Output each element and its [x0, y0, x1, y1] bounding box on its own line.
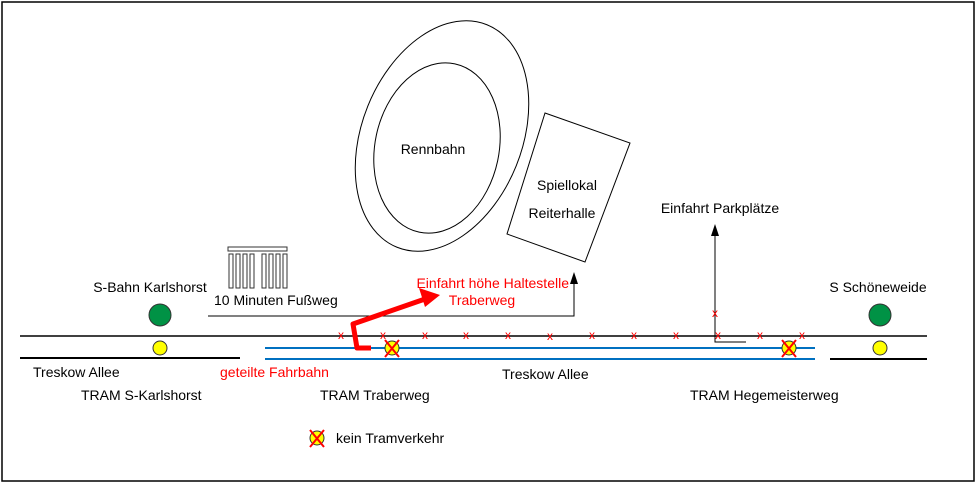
fussweg-label: 10 Minuten Fußweg: [214, 292, 338, 308]
tram-hegemeisterweg-stop-closed: [781, 339, 797, 358]
s-schoeneweide-station: [868, 303, 892, 327]
tram-schoeneweide-stop: [872, 340, 888, 356]
closure-x-mark: x: [380, 328, 386, 342]
tram-karlshorst-stop: [152, 340, 168, 356]
walking-path-arrow-head: [570, 272, 578, 284]
closure-x-mark: x: [673, 328, 679, 342]
closure-x-mark: x: [422, 328, 428, 342]
treskow-allee-mid-label: Treskow Allee: [502, 366, 589, 382]
tram-traberweg-label: TRAM Traberweg: [320, 387, 430, 403]
closure-x-mark: x: [715, 328, 721, 342]
parking-arrow-head: [711, 224, 719, 236]
closure-x-mark: x: [799, 328, 805, 342]
walking-path-line: [208, 280, 575, 317]
closure-x-mark: x: [712, 306, 718, 320]
tram-karlshorst-label: TRAM S-Karlshorst: [81, 387, 202, 403]
closure-x-mark: x: [589, 328, 595, 342]
geteilte-fahrbahn-label: geteilte Fahrbahn: [220, 364, 329, 380]
entry-route-arrow-head: [419, 288, 440, 307]
entry-route-line: [350, 296, 426, 351]
rennbahn-label: Rennbahn: [401, 141, 466, 157]
tram-traberweg-stop-closed: [384, 339, 400, 358]
closure-x-mark: x: [547, 329, 553, 343]
spiellokal-label: Spiellokal: [537, 177, 597, 193]
brandenburg-gate-icon: [227, 246, 288, 289]
closure-x-mark: x: [463, 328, 469, 342]
parking-arrow-line: [714, 232, 746, 343]
legend-kein-tram-label: kein Tramverkehr: [336, 430, 444, 446]
closure-x-mark: x: [631, 328, 637, 342]
closure-x-mark: x: [757, 328, 763, 342]
reiterhalle-label: Reiterhalle: [529, 205, 596, 221]
einfahrt-parkplaetze-label: Einfahrt Parkplätze: [661, 200, 779, 216]
closure-x-mark: x: [505, 328, 511, 342]
s-schoeneweide-label: S Schöneweide: [829, 279, 927, 295]
treskow-allee-left-label: Treskow Allee: [33, 364, 120, 380]
sbahn-karlshorst-label: S-Bahn Karlshorst: [93, 279, 207, 295]
tram-hegemeisterweg-label: TRAM Hegemeisterweg: [690, 387, 839, 403]
reiterhalle-building: [506, 112, 631, 263]
racetrack-outer: [354, 20, 530, 252]
closure-x-mark: x: [338, 328, 344, 342]
legend-closed-tram-icon: [309, 429, 325, 448]
sbahn-karlshorst-station: [148, 303, 172, 327]
einfahrt-label-line2: Traberweg: [449, 292, 515, 308]
einfahrt-label-line1: Einfahrt höhe Haltestelle: [416, 275, 569, 291]
racetrack-inner: [373, 62, 501, 234]
